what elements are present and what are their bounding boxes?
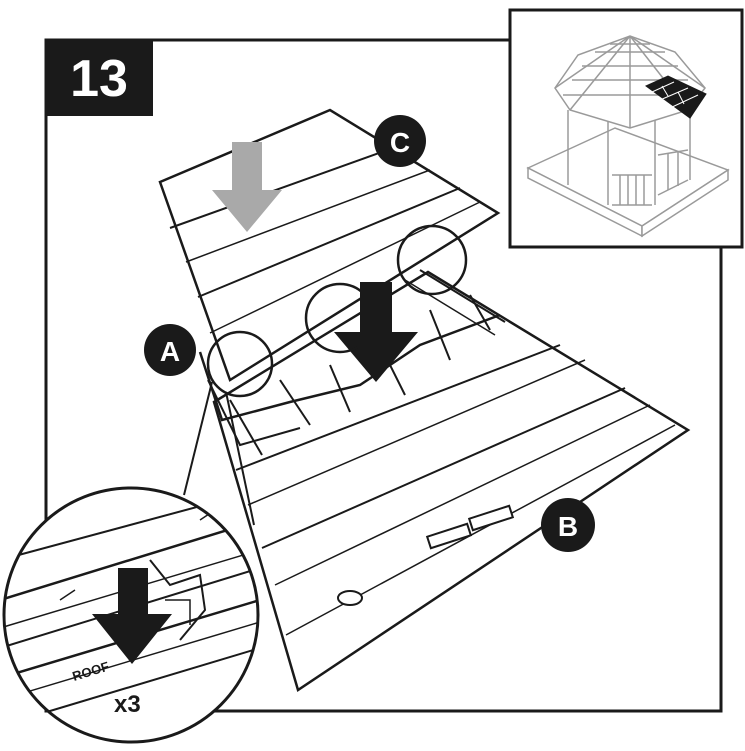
callout-a: A [144,324,196,376]
attachment-circle-right [396,224,468,296]
roof-panel-b [212,270,691,692]
callout-b-label: B [558,511,578,542]
zoom-leader-top [183,381,213,496]
callout-c: C [374,115,426,167]
detail-zoom: ROOF x3 [2,486,260,744]
black-down-arrow [334,282,418,382]
step-frame [44,38,723,713]
step-number: 13 [70,50,128,108]
attachment-circle-middle [304,282,376,354]
gazebo-inset [508,8,744,249]
step-badge: 13 [46,40,153,116]
zoom-leader-bottom [225,391,255,526]
highlighted-roof-panel [645,75,707,119]
callout-a-label: A [160,336,180,367]
detail-down-arrow [92,568,172,664]
callout-b: B [541,498,595,552]
quantity-multiplier: x3 [114,691,141,718]
gray-down-arrow [212,142,282,232]
callout-c-label: C [390,127,410,158]
attachment-circle-left [206,330,274,398]
